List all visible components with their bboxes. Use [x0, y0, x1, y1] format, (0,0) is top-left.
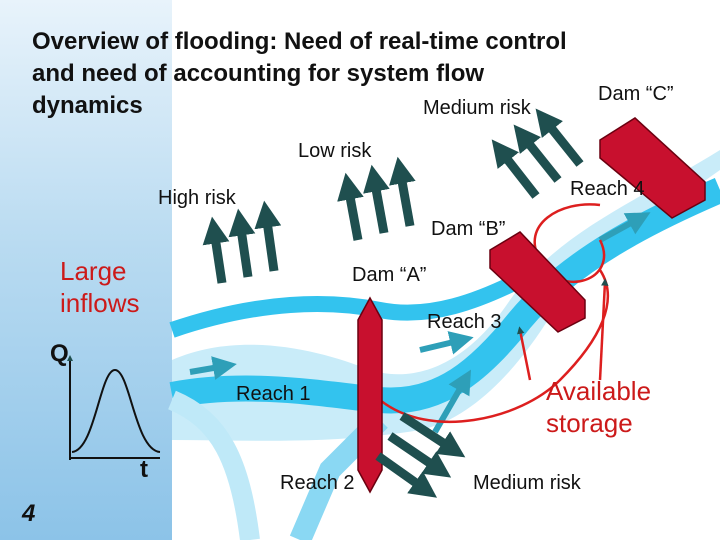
- label-dam-b: Dam “B”: [431, 218, 506, 240]
- tributary-reach-1: [167, 390, 260, 540]
- flow-arrow: [189, 356, 237, 380]
- label-reach-4: Reach 4: [570, 178, 645, 200]
- dam-a: [357, 296, 383, 494]
- flow-arrow: [432, 369, 471, 434]
- hydrograph-curve: [71, 368, 161, 453]
- river-main: [172, 150, 720, 441]
- hydrograph-axis-t: t: [140, 456, 148, 483]
- river-upper-branch: [169, 272, 524, 338]
- hydrograph-axis-q: Q: [50, 340, 69, 367]
- flow-arrow: [598, 212, 651, 243]
- label-medium-risk-bottom: Medium risk: [473, 472, 581, 494]
- low-risk-arrows: [337, 156, 416, 241]
- water-background-band: [0, 0, 172, 540]
- dam-b: [489, 231, 586, 333]
- label-reach-3: Reach 3: [427, 311, 502, 333]
- title-line-3: dynamics: [32, 92, 143, 119]
- label-available-storage: Available storage: [546, 376, 652, 438]
- label-reach-2: Reach 2: [280, 472, 355, 494]
- storage-pointer-1: [517, 326, 532, 381]
- dam-c: [599, 117, 706, 219]
- slide-title: Overview of flooding: Need of real-time …: [32, 26, 692, 122]
- label-high-risk: High risk: [158, 187, 236, 209]
- label-medium-risk-top: Medium risk: [423, 97, 531, 119]
- title-line-1: Overview of flooding: Need of real-time …: [32, 28, 567, 55]
- slide-number: 4: [22, 500, 36, 527]
- medium-risk-top-arrows: [491, 108, 584, 199]
- flow-arrow: [419, 331, 474, 355]
- label-dam-a: Dam “A”: [352, 264, 427, 286]
- label-large-inflows: Large inflows: [60, 256, 140, 318]
- label-low-risk: Low risk: [298, 140, 372, 162]
- high-risk-arrows: [202, 200, 282, 284]
- storage-loop-lower: [379, 269, 610, 424]
- storage-pointer-2: [598, 278, 609, 381]
- title-line-2: and need of accounting for system flow: [32, 60, 485, 87]
- medium-risk-bottom-arrows: [375, 412, 466, 498]
- label-reach-1: Reach 1: [236, 383, 311, 405]
- label-dam-c: Dam “C”: [598, 83, 674, 105]
